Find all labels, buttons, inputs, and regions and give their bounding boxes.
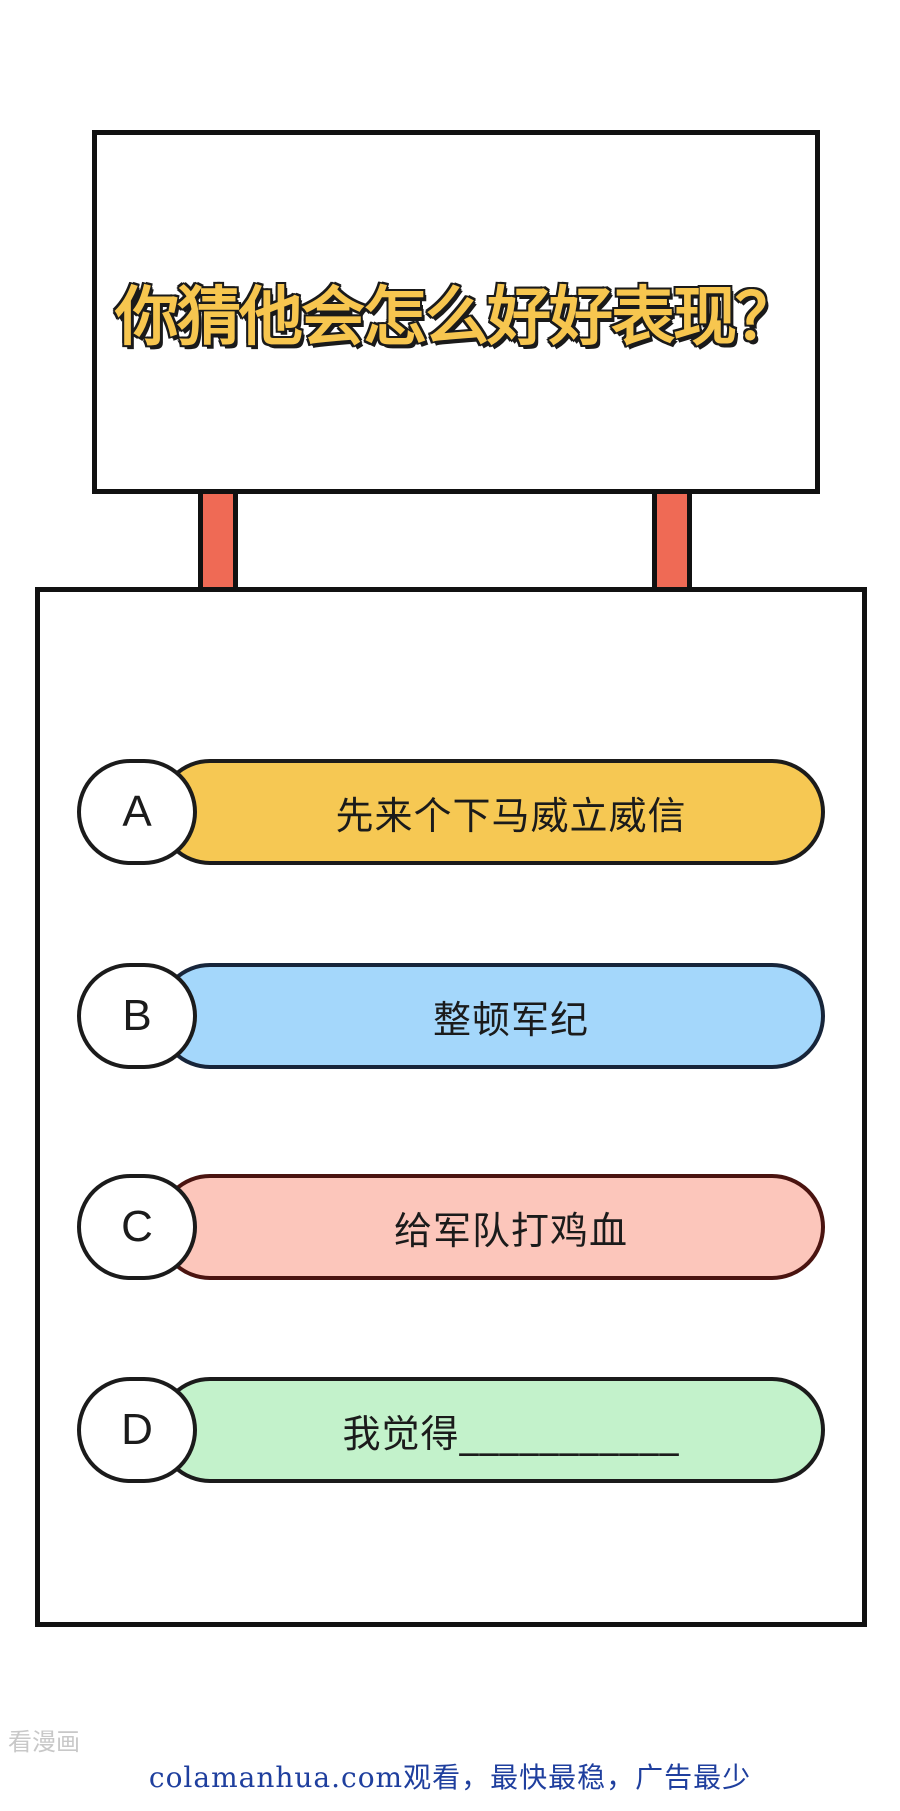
footer-text: colamanhua.com观看，最快最稳，广告最少	[148, 1761, 752, 1794]
question-sign: 你猜他会怎么好好表现？	[92, 130, 820, 494]
option-a[interactable]: 先来个下马威立威信 A	[77, 759, 825, 865]
option-d-text: 我觉得___________	[342, 1411, 680, 1456]
option-b-text: 整顿军纪	[432, 997, 589, 1042]
option-c-text: 给军队打鸡血	[393, 1208, 628, 1253]
option-b-letter: B	[122, 991, 152, 1040]
option-b[interactable]: 整顿军纪 B	[77, 963, 825, 1069]
option-a-text: 先来个下马威立威信	[335, 793, 687, 838]
sign-post-right	[652, 494, 692, 587]
option-a-pill[interactable]: 先来个下马威立威信	[157, 759, 825, 865]
watermark-text: 看漫画	[8, 1728, 80, 1756]
option-a-letter: A	[122, 787, 152, 836]
option-c-pill[interactable]: 给军队打鸡血	[157, 1174, 825, 1280]
option-c[interactable]: 给军队打鸡血 C	[77, 1174, 825, 1280]
option-c-letter: C	[121, 1202, 153, 1251]
option-b-pill[interactable]: 整顿军纪	[157, 963, 825, 1069]
sign-post-left	[198, 494, 238, 587]
option-a-badge: A	[77, 759, 197, 865]
option-d-badge: D	[77, 1377, 197, 1483]
option-b-badge: B	[77, 963, 197, 1069]
question-title: 你猜他会怎么好好表现？	[114, 280, 801, 357]
option-d-pill[interactable]: 我觉得___________	[157, 1377, 825, 1483]
option-d[interactable]: 我觉得___________ D	[77, 1377, 825, 1483]
option-c-badge: C	[77, 1174, 197, 1280]
option-d-letter: D	[121, 1405, 153, 1454]
